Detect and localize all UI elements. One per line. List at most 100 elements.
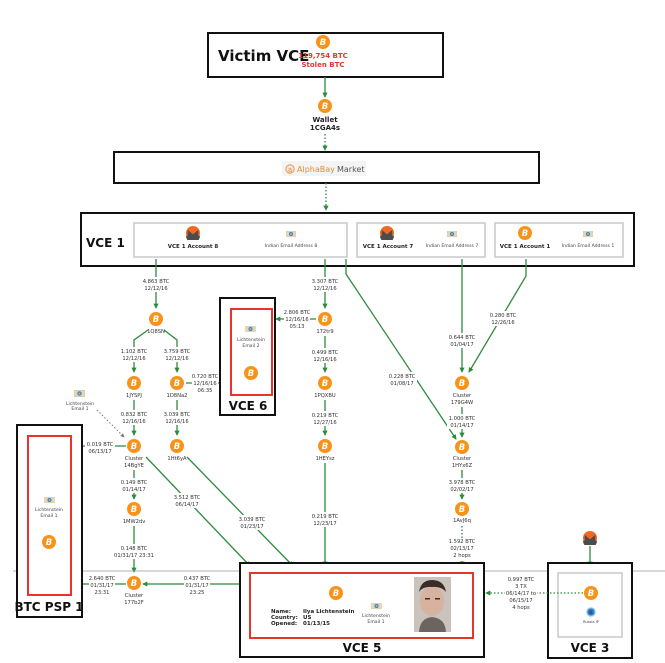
bitcoin-icon xyxy=(170,376,184,390)
wallet-node[interactable]: Wallet 1CGA4s xyxy=(310,99,340,132)
address-node-1HEYsz[interactable]: 1HEYsz xyxy=(315,439,335,462)
edge-label: 12/27/16 xyxy=(313,420,336,426)
profile-photo xyxy=(414,577,451,632)
edge-label: 3.978 BTC xyxy=(449,480,476,486)
email-icon xyxy=(245,326,256,332)
edge-label: 01/08/17 xyxy=(390,381,413,387)
bitcoin-icon xyxy=(455,502,469,516)
bitcoin-icon xyxy=(455,440,469,454)
edge-label: 12/16/16 xyxy=(122,419,145,425)
edge-label: 06:35 xyxy=(198,388,213,394)
bitcoin-icon xyxy=(455,376,469,390)
edge-label: 12/12/16 xyxy=(122,356,145,362)
cluster-node-14BgYE[interactable]: Cluster 14BgYE xyxy=(124,439,144,469)
edge-label: 1.000 BTC xyxy=(449,416,476,422)
vce1-box: VCE 1 VCE 1 Account 8 Indian Email Addre… xyxy=(80,212,635,267)
vce1-account-7[interactable]: VCE 1 Account 7 Indian Email Address 7 xyxy=(356,222,486,258)
account-name: VCE 1 Account 1 xyxy=(500,244,551,250)
svg-text:1HYx6Z: 1HYx6Z xyxy=(452,463,473,469)
globe-icon xyxy=(586,607,596,617)
edge-label: 0.149 BTC xyxy=(121,480,148,486)
edge-label: 12/12/16 xyxy=(144,286,167,292)
edge-label: 05:13 xyxy=(290,324,305,330)
svg-text:Lichtenstein: Lichtenstein xyxy=(66,401,94,407)
cluster-node-179G4W[interactable]: Cluster 179G4W xyxy=(451,376,473,406)
svg-text:Email 2: Email 2 xyxy=(242,343,259,349)
edge-label: 06/14/17 xyxy=(175,502,198,508)
vce1-title: VCE 1 xyxy=(86,236,125,250)
vce5-title: VCE 5 xyxy=(343,641,382,655)
address-node-1AvJ6q[interactable]: 1AvJ6q xyxy=(453,502,471,524)
edge-label: 12/12/16 xyxy=(313,286,336,292)
edge-label: 3.307 BTC xyxy=(312,279,339,285)
vce1-account-8[interactable]: VCE 1 Account 8 Indian Email Address 8 xyxy=(133,222,348,258)
edge-label: 02/13/17 xyxy=(450,546,473,552)
ip-label: Russia IP xyxy=(583,620,600,624)
edge-label: 01/31/17 23:31 xyxy=(114,553,154,559)
bitcoin-icon xyxy=(170,439,184,453)
bitcoin-icon xyxy=(127,376,141,390)
address-node-1JYSPJ[interactable]: 1JYSPJ xyxy=(126,376,142,399)
address-node-1Ht6yA[interactable]: 1Ht6yA xyxy=(167,439,187,462)
svg-text:Cluster: Cluster xyxy=(453,456,472,462)
svg-text:Email 1: Email 1 xyxy=(71,406,88,412)
cluster-node-1HYx6Z[interactable]: Cluster 1HYx6Z xyxy=(452,440,473,469)
address-node-1D8Na2[interactable]: 1D8Na2 xyxy=(167,376,188,399)
floating-email-node[interactable]: Lichtenstein Email 1 xyxy=(66,390,94,412)
edge-label: 12/23/17 xyxy=(313,521,336,527)
edge-label: 12/16/16 xyxy=(193,381,216,387)
svg-text:a: a xyxy=(288,166,292,174)
bitcoin-icon xyxy=(316,35,330,49)
svg-text:1AvJ6q: 1AvJ6q xyxy=(453,518,471,524)
edge-label: 0.219 BTC xyxy=(312,514,339,520)
edge-label: 12/16/16 xyxy=(313,357,336,363)
bitcoin-icon xyxy=(329,586,343,600)
edge-label: 12/26/16 xyxy=(491,320,514,326)
vce6-box: Lichtenstein Email 2 VCE 6 xyxy=(219,297,276,416)
edge-label: 0.832 BTC xyxy=(121,412,148,418)
edge-label: 01/23/17 xyxy=(240,524,263,530)
edge-label: 3.512 BTC xyxy=(174,495,201,501)
address-node-1PQXBU[interactable]: 1PQXBU xyxy=(314,376,336,399)
address-node-1MW2dv[interactable]: 1MW2dv xyxy=(123,502,146,525)
victim-vce-box: Victim VCE 119,754 BTC Stolen BTC xyxy=(207,32,444,78)
country-value: US xyxy=(303,615,311,621)
cluster-node-177b2F[interactable]: Cluster 177b2F xyxy=(124,576,144,606)
svg-text:14BgYE: 14BgYE xyxy=(124,463,144,469)
edge-label: 3.039 BTC xyxy=(239,517,266,523)
edge xyxy=(345,259,457,440)
svg-text:1MW2dv: 1MW2dv xyxy=(123,519,146,525)
edge-label: 12/16/16 xyxy=(165,419,188,425)
address-node-1Q8SN[interactable]: 1Q8SN xyxy=(147,312,165,335)
monero-icon xyxy=(583,531,597,545)
edge-label: 4.863 BTC xyxy=(143,279,170,285)
edge-label: 3.759 BTC xyxy=(164,349,191,355)
bitcoin-icon xyxy=(318,312,332,326)
edge-label: 06/13/17 xyxy=(88,449,111,455)
vce1-account-1[interactable]: VCE 1 Account 1 Indian Email Address 1 xyxy=(494,222,624,258)
country-label: Country: xyxy=(271,615,298,621)
email-icon xyxy=(74,390,85,397)
svg-text:Cluster: Cluster xyxy=(125,456,144,462)
svg-text:Cluster: Cluster xyxy=(125,593,144,599)
name-label: Name: xyxy=(271,609,291,615)
account-email: Indian Email Address 7 xyxy=(426,243,479,249)
bitcoin-icon xyxy=(42,535,56,549)
svg-text:1D8Na2: 1D8Na2 xyxy=(167,393,188,399)
svg-text:177b2F: 177b2F xyxy=(124,600,143,606)
market-brand: AlphaBay xyxy=(297,165,335,174)
edge-label: 0.720 BTC xyxy=(192,374,219,380)
bitcoin-icon xyxy=(244,366,258,380)
bitcoin-icon xyxy=(318,376,332,390)
stolen-subtitle: Stolen BTC xyxy=(301,61,344,69)
svg-text:Email 1: Email 1 xyxy=(40,513,57,519)
edge-dashed xyxy=(96,409,125,438)
edge-label: 2.806 BTC xyxy=(284,310,311,316)
address-node-172tr9[interactable]: 172tr9 xyxy=(316,312,334,335)
edge xyxy=(468,259,527,373)
email-icon xyxy=(447,231,457,237)
market-suffix: Market xyxy=(337,165,365,174)
email-icon xyxy=(44,497,55,503)
edge-label: 01/14/17 xyxy=(450,423,473,429)
edge-label: 1.592 BTC xyxy=(449,539,476,545)
